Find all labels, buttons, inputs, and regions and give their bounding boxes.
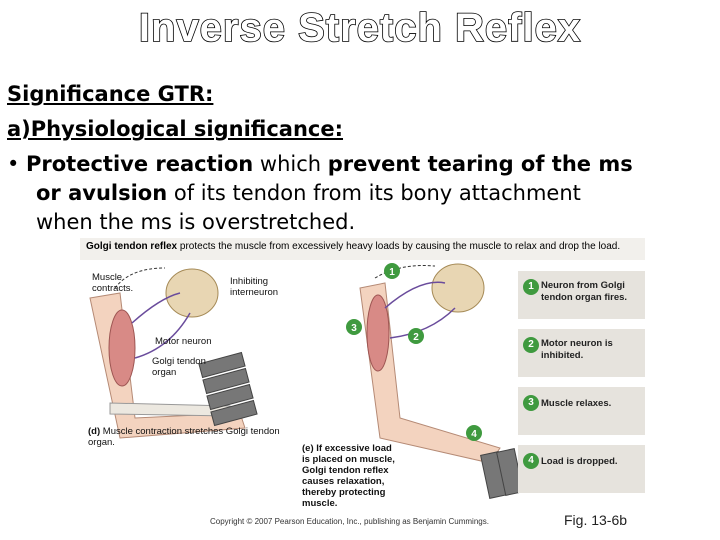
neuron-path-e bbox=[384, 281, 456, 339]
step-panel-3 bbox=[518, 387, 645, 435]
marker-4 bbox=[466, 425, 482, 441]
heading-significance: Significance GTR: bbox=[7, 82, 214, 106]
caption-e-text: If excessive load is placed on muscle, G… bbox=[302, 443, 395, 509]
label-inhibiting: Inhibiting interneuron bbox=[230, 276, 279, 298]
step-2-badge: 2 bbox=[523, 337, 539, 353]
arrow-e bbox=[374, 265, 436, 279]
step-1-text: Neuron from Golgi tendon organ fires. bbox=[541, 280, 628, 303]
caption-d: (d) Muscle contraction stretches Golgi t… bbox=[88, 426, 283, 448]
bold-avulsion: or avulsion bbox=[36, 181, 168, 205]
caption-e: (e) If excessive load is placed on muscl… bbox=[302, 443, 402, 509]
weight-d bbox=[198, 351, 258, 427]
bullet-marker: • bbox=[7, 152, 20, 176]
step-4-badge: 4 bbox=[523, 453, 539, 469]
heading-physiological: a)Physiological significance: bbox=[7, 117, 344, 141]
bullet-line-2: or avulsion of its tendon from its bony … bbox=[26, 179, 720, 208]
slide-title: Inverse Stretch Reflex bbox=[138, 5, 582, 51]
step-3-text: Muscle relaxes. bbox=[541, 398, 612, 409]
step-2-text: Motor neuron is inhibited. bbox=[541, 338, 613, 361]
muscle-d bbox=[108, 309, 136, 387]
marker-3-num: 3 bbox=[351, 323, 357, 334]
weight-e bbox=[480, 448, 524, 499]
step-4-text: Load is dropped. bbox=[541, 456, 618, 467]
bold-protective: Protective reaction bbox=[26, 152, 254, 176]
marker-1-num: 1 bbox=[389, 267, 395, 278]
spinal-cord-d bbox=[165, 268, 219, 318]
marker-1 bbox=[384, 263, 400, 279]
step-3-badge: 3 bbox=[523, 395, 539, 411]
arm-e-shape bbox=[359, 282, 501, 464]
figure-banner: Golgi tendon reflex protects the muscle … bbox=[80, 238, 645, 260]
banner-rest: protects the muscle from excessively hea… bbox=[177, 241, 621, 252]
marker-2-num: 2 bbox=[413, 332, 419, 343]
text-which: which bbox=[253, 152, 328, 176]
label-motor-neuron: Motor neuron bbox=[155, 336, 212, 347]
bullet-line-1: Protective reaction which prevent tearin… bbox=[26, 150, 720, 179]
caption-d-prefix: (d) bbox=[88, 426, 101, 437]
step-panel-1 bbox=[518, 271, 645, 319]
step-1-badge: 1 bbox=[523, 279, 539, 295]
marker-3 bbox=[346, 319, 362, 335]
step-panel-2 bbox=[518, 329, 645, 377]
neuron-path-d bbox=[131, 292, 191, 359]
figure-illustration: 1 2 3 4 bbox=[89, 263, 524, 499]
caption-d-text: Muscle contraction stretches Golgi tendo… bbox=[88, 426, 280, 448]
bold-prevent: prevent tearing of the ms bbox=[327, 152, 633, 176]
bullet-text: Protective reaction which prevent tearin… bbox=[26, 150, 720, 237]
bullet-line-3: when the ms is overstretched. bbox=[36, 210, 356, 234]
spinal-cord-e bbox=[431, 263, 485, 313]
step-panel-4 bbox=[518, 445, 645, 493]
muscle-e bbox=[366, 294, 390, 372]
label-muscle-contracts: Muscle contracts. bbox=[92, 272, 134, 294]
marker-4-num: 4 bbox=[471, 429, 477, 440]
caption-e-prefix: (e) bbox=[302, 443, 314, 454]
figure-number: Fig. 13-6b bbox=[564, 512, 628, 528]
text-tendon: of its tendon from its bony attachment bbox=[167, 181, 581, 205]
copyright: Copyright © 2007 Pearson Education, Inc.… bbox=[210, 517, 489, 526]
banner-bold: Golgi tendon reflex bbox=[86, 241, 178, 252]
label-gto: Golgi tendon organ bbox=[152, 356, 206, 378]
banner-text: Golgi tendon reflex protects the muscle … bbox=[86, 241, 620, 252]
golgi-tendon-figure: Golgi tendon reflex protects the muscle … bbox=[80, 238, 645, 536]
arrow-d bbox=[114, 267, 166, 289]
marker-2 bbox=[408, 328, 424, 344]
